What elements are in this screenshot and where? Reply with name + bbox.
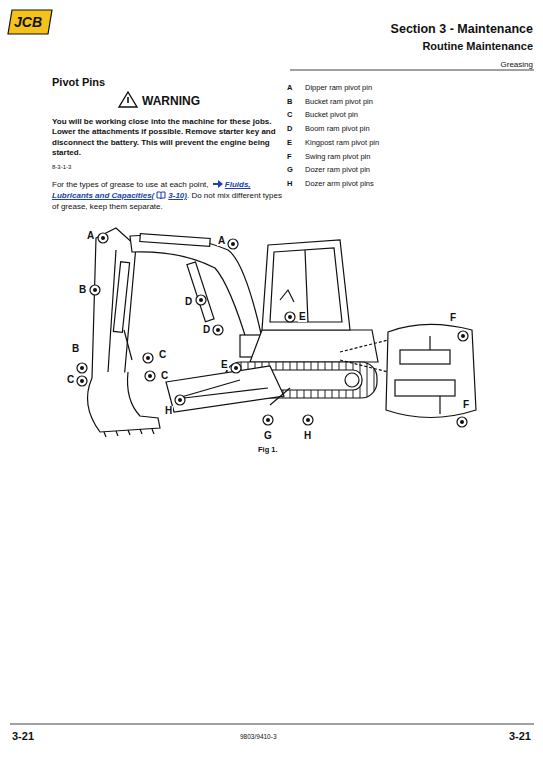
callout-letter: F — [449, 313, 457, 323]
key-description: Bucket pivot pin — [305, 111, 358, 120]
paragraph-text: 3-10) — [168, 191, 187, 200]
key-description: Dozer ram pivot pin — [305, 166, 370, 175]
callout-letter: B — [78, 285, 87, 295]
callout-letter: C — [66, 375, 75, 385]
link-arrow — [213, 180, 223, 188]
callout-letter: H — [164, 406, 173, 416]
key-description: Kingpost ram pivot pin — [305, 139, 379, 148]
key-letter: B — [287, 98, 292, 107]
key-description: Boom ram pivot pin — [305, 125, 370, 134]
callout-letter: D — [202, 325, 211, 335]
callout-letter: B — [71, 344, 80, 354]
key-description: Dozer arm pivot pins — [305, 180, 374, 189]
instruction-paragraph: For the types of grease to use at each p… — [52, 180, 282, 212]
callout-letter: H — [303, 431, 312, 441]
callout-letter: C — [160, 371, 169, 381]
callout-letter: A — [86, 231, 95, 241]
page-number: 3-21 — [509, 730, 531, 743]
key-letter: C — [287, 111, 292, 120]
topic-title: Greasing — [501, 60, 533, 69]
callout-letter: F — [462, 400, 470, 410]
paragraph-text: ( — [152, 191, 155, 200]
reference-code: 8-3-1-3 — [52, 164, 71, 171]
key-description: Bucket ram pivot pin — [305, 98, 373, 107]
key-letter: F — [287, 153, 292, 162]
warning-heading: WARNING — [142, 95, 200, 109]
callout-letter: D — [184, 297, 193, 307]
key-letter: E — [287, 139, 292, 148]
callout-letter: G — [263, 431, 273, 441]
section-title: Section 3 - Maintenance — [391, 22, 533, 36]
book-icon — [156, 191, 166, 199]
key-letter: H — [287, 180, 292, 189]
key-letter: G — [287, 166, 293, 175]
callout-letter: A — [217, 236, 226, 246]
key-letter: D — [287, 125, 292, 134]
callout-letter: E — [298, 312, 307, 322]
logo-text: JCB — [14, 14, 42, 30]
document-number: 9803/9410-3 — [240, 733, 277, 740]
figure-caption: Fig 1. — [258, 446, 278, 455]
key-description: Dipper ram pivot pin — [305, 84, 372, 93]
warning-text: You will be working close into the machi… — [52, 117, 280, 159]
callout-letter: E — [220, 360, 229, 370]
paragraph-text: For the types of grease to use at each p… — [52, 180, 209, 189]
key-description: Swing ram pivot pin — [305, 153, 370, 162]
heading: Pivot Pins — [52, 76, 105, 89]
callout-letter: C — [158, 350, 167, 360]
key-letter: A — [287, 84, 292, 93]
subsection-title: Routine Maintenance — [422, 40, 533, 53]
page-number: 3-21 — [12, 730, 34, 743]
